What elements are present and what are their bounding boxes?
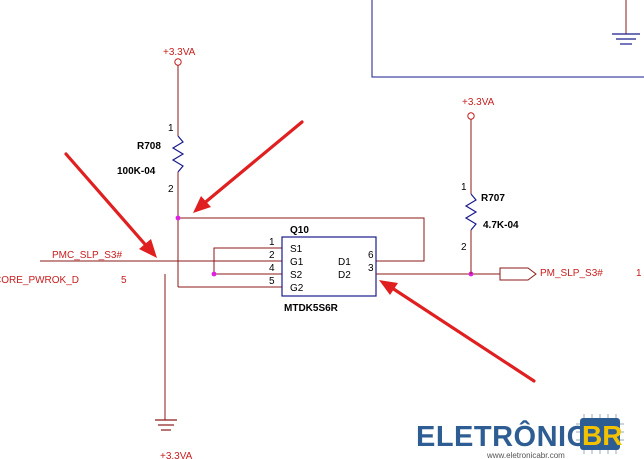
ic-pin-name-s1: S1 — [290, 244, 303, 255]
net-label-core-pwrok: CORE_PWROK_D — [0, 275, 79, 286]
ground-symbol-top-right — [612, 0, 640, 45]
logo-br-text: BR — [582, 420, 622, 451]
ground-symbol-bottom — [155, 419, 177, 431]
ic-pin-num-3: 3 — [368, 263, 374, 274]
ic-ref: Q10 — [290, 225, 309, 236]
resistor-r707-body — [464, 193, 478, 231]
ic-pin-name-g2: G2 — [290, 283, 304, 294]
ic-pin-num-6: 6 — [368, 250, 374, 261]
power-label-bottom: +3.3VA — [160, 451, 193, 459]
ic-pin-num-5: 5 — [269, 276, 275, 287]
net-label-pmc-slp: PMC_SLP_S3# — [52, 250, 122, 261]
net-label-pm-slp: PM_SLP_S3# — [540, 268, 603, 279]
logo-chip-icon — [580, 418, 620, 450]
ic-pin-name-g1: G1 — [290, 257, 304, 268]
r707-pin-top: 1 — [461, 182, 467, 193]
ic-pin-name-d2: D2 — [338, 270, 351, 281]
power-port-top-right — [467, 112, 475, 120]
sheet-frame — [371, 0, 644, 78]
power-port-top-left — [174, 58, 182, 66]
ic-part: MTDK5S6R — [284, 303, 339, 314]
net-label-pm-slp-tail: 1 — [636, 268, 642, 279]
resistor-r708-body — [171, 135, 185, 173]
r707-ref: R707 — [481, 193, 505, 204]
logo-main-text: ELETRÔNICA — [416, 419, 610, 453]
power-label-top-right: +3.3VA — [462, 97, 495, 108]
junction-r708 — [175, 215, 181, 221]
annotation-arrow-right — [379, 280, 536, 383]
ic-pin-num-2: 2 — [269, 250, 275, 261]
r707-value: 4.7K-04 — [483, 220, 519, 231]
eletronicabr-logo: ELETRÔNICA BR www.eletronicabr.com — [416, 414, 624, 459]
ic-pin-name-d1: D1 — [338, 257, 351, 268]
junction-source — [211, 271, 217, 277]
annotation-arrow-top — [193, 120, 304, 213]
logo-url-text: www.eletronicabr.com — [486, 451, 565, 459]
r708-ref: R708 — [137, 141, 161, 152]
r708-pin-top: 1 — [168, 123, 174, 134]
r707-pin-bottom: 2 — [461, 242, 467, 253]
power-label-top-left: +3.3VA — [163, 47, 196, 58]
r708-pin-bottom: 2 — [168, 184, 174, 195]
r708-value: 100K-04 — [117, 166, 156, 177]
offpage-connector-pm-slp — [499, 267, 537, 281]
net-label-core-pwrok-pin: 5 — [121, 275, 127, 286]
ic-pin-num-4: 4 — [269, 263, 275, 274]
annotation-arrow-left — [64, 152, 157, 258]
ic-pin-num-1: 1 — [269, 237, 275, 248]
ic-pin-name-s2: S2 — [290, 270, 303, 281]
ic-q10-body — [281, 236, 377, 297]
